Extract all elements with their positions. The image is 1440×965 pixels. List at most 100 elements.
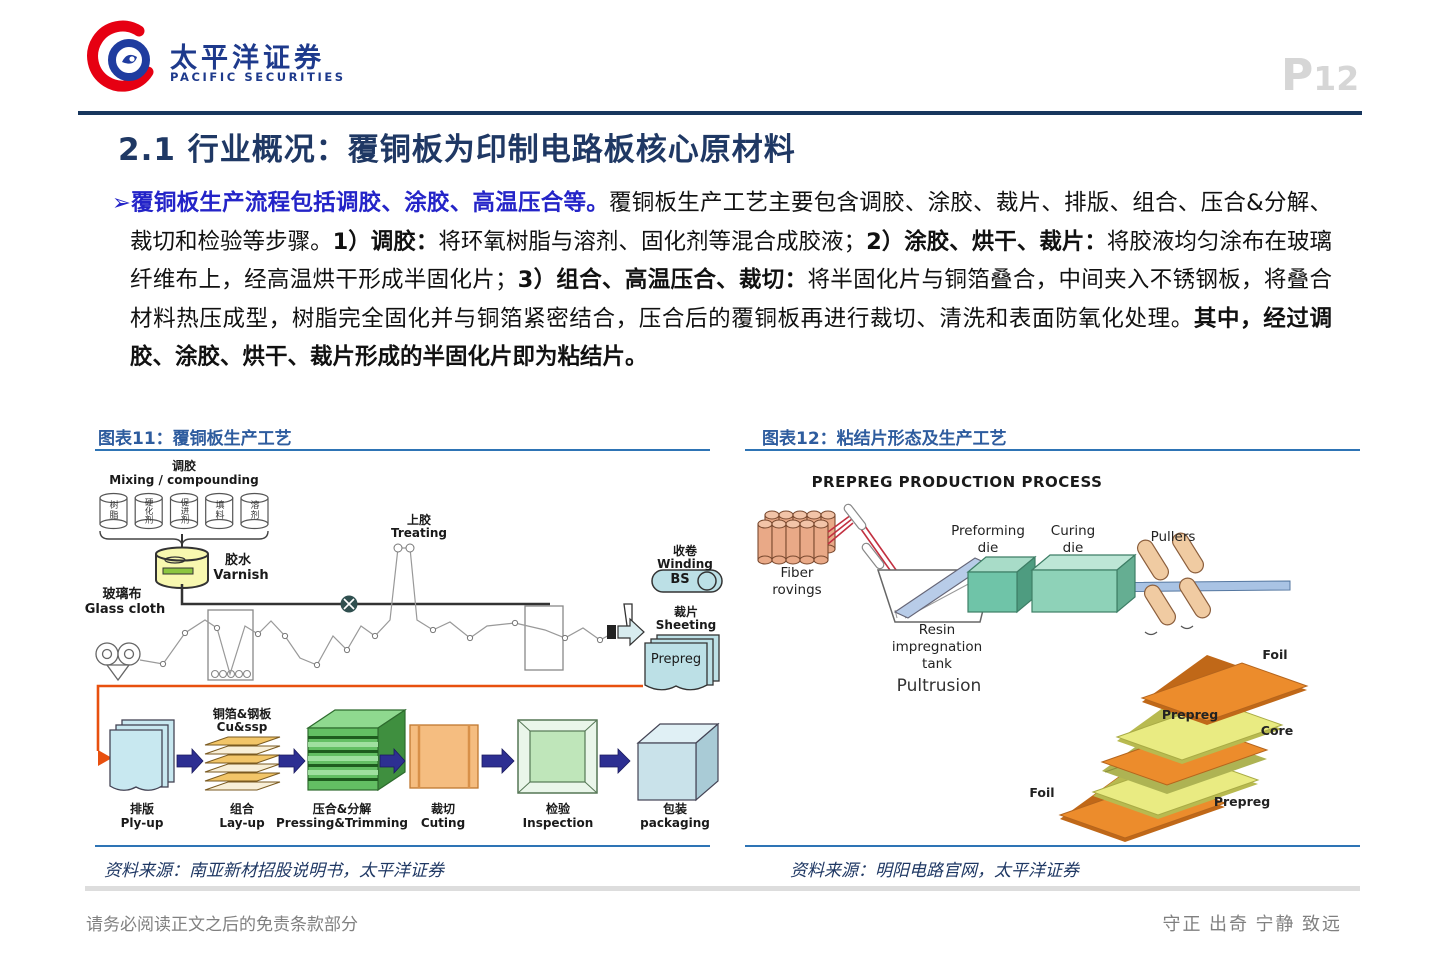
logo-swirl-dot [129, 56, 135, 62]
paragraph-segment: 2）涂胶、烘干、裁片： [866, 228, 1107, 255]
foil-top-label: Foil [1262, 647, 1288, 662]
pipe-valve [340, 595, 358, 613]
preforming-label-2: die [977, 540, 999, 556]
ccl-process-drawing [95, 492, 723, 802]
page-number-prefix: P [1281, 50, 1314, 101]
laminate-stack [1058, 655, 1309, 842]
curing-label-1: Curing [1050, 523, 1096, 539]
glass-cloth-label-en: Glass cloth [84, 602, 166, 617]
logo-red-swirl [87, 20, 154, 92]
winding-label-en: Winding [657, 557, 713, 571]
curing-label-2: die [1062, 540, 1084, 556]
cylinder-label-hardener: 硬化剂 [143, 498, 153, 524]
treating-label-cn: 上胶 [406, 513, 432, 527]
winding-label-cn: 收卷 [672, 544, 698, 558]
core-label: Core [1260, 723, 1294, 738]
packaging-cube [636, 722, 720, 802]
pullers-label: Pullers [1150, 529, 1196, 545]
paragraph-segment: 覆铜板生产工艺主要包含调胶、涂胶、裁片、排版、组合、压合&分解、裁切和检验等步骤… [130, 190, 1332, 255]
sheeting-label-cn: 裁片 [673, 605, 699, 619]
step-inspection-en: Inspection [522, 816, 594, 830]
resin-tank [876, 557, 994, 623]
footer-divider [85, 886, 1360, 891]
resin-label-3: tank [922, 656, 952, 672]
step-cutting-en: Cuting [420, 816, 466, 830]
inspection-frame [517, 719, 598, 794]
varnish-tank [155, 546, 209, 589]
glass-cloth-label-cn: 玻璃布 [102, 587, 142, 602]
prepreg-process-title: PREPREG PRODUCTION PROCESS [811, 473, 1103, 491]
glass-cloth-unwinder [95, 642, 141, 682]
pressing-stack [306, 708, 407, 792]
prepreg-stack [644, 634, 720, 691]
arrow-base [607, 625, 616, 639]
sheeting-label-en: Sheeting [655, 618, 717, 632]
cylinder-label-accelerator: 促进剂 [179, 498, 189, 524]
figure12-source: 资料来源：明阳电路官网，太平洋证券 [790, 861, 1079, 880]
cu-ssp-label-cn: 铜箔&钢板 [212, 707, 272, 721]
fiber-label-1: Fiber [780, 565, 814, 581]
raw-material-cylinders [99, 492, 269, 530]
lay-up-layers [204, 736, 281, 791]
guide-bar-low [861, 542, 885, 570]
paragraph-segment: ➢ [112, 190, 131, 216]
step-cutting-cn: 裁切 [430, 802, 456, 816]
step-plyup-en: Ply-up [120, 816, 164, 830]
footer-disclaimer: 请务必阅读正文之后的免责条款部分 [86, 915, 358, 934]
winding-roll [651, 569, 723, 593]
foil-bottom-label: Foil [1029, 785, 1055, 800]
varnish-label-en: Varnish [213, 568, 269, 583]
pacific-securities-logo-icon [87, 20, 154, 92]
cylinder-label-solvent: 溶剂 [248, 500, 259, 520]
winding-roll-label: BS [670, 572, 690, 587]
figure11-source: 资料来源：南亚新材招股说明书，太平洋证券 [104, 861, 444, 880]
treating-label-en: Treating [390, 526, 448, 540]
figure12-source-rule [745, 845, 1360, 847]
highlight-arrowhead [98, 750, 112, 766]
figure11-caption-rule [95, 449, 710, 451]
oven-rollers [210, 669, 252, 679]
figure12-caption: 图表12：粘结片形态及生产工艺 [762, 429, 1007, 449]
step-plyup-cn: 排版 [129, 802, 155, 816]
preforming-label-1: Preforming [951, 523, 1025, 539]
figure12-caption-rule [745, 449, 1360, 451]
brace [99, 530, 269, 546]
paragraph-segment: 1）调胶： [332, 228, 439, 255]
step-pressing-cn: 压合&分解 [312, 802, 372, 816]
header-divider [78, 111, 1362, 115]
prepreg-top-label: Prepreg [1161, 707, 1219, 722]
step-packaging-cn: 包装 [662, 802, 688, 816]
varnish-label-cn: 胶水 [224, 553, 252, 568]
stirrer-paddle [162, 567, 194, 575]
cu-ssp-label-en: Cu&ssp [216, 720, 268, 734]
pullers-rollers [1136, 532, 1212, 636]
foil-top-sheet [1140, 655, 1309, 725]
cylinder-label-filler: 填料 [213, 500, 224, 520]
preforming-die [966, 555, 1037, 614]
prepreg-process-drawing [757, 503, 1309, 842]
body-paragraph: ➢覆铜板生产流程包括调胶、涂胶、高温压合等。覆铜板生产工艺主要包含调胶、涂胶、裁… [112, 184, 1332, 377]
flow-arrows [176, 747, 631, 775]
web-path [139, 547, 616, 677]
figure11-diagram: 调胶 Mixing / compounding 树脂 硬化剂 促进剂 填料 溶剂… [85, 458, 740, 845]
mixing-label-en: Mixing / compounding [109, 473, 259, 487]
resin-label-1: Resin [918, 622, 956, 638]
ply-up-stack [109, 719, 175, 791]
curing-die [1030, 553, 1137, 614]
prepreg-stack-label: Prepreg [650, 652, 702, 667]
guide-bar-top [843, 503, 867, 531]
pultrusion-label: Pultrusion [896, 676, 982, 696]
step-layup-en: Lay-up [219, 816, 265, 830]
figure11-caption: 图表11：覆铜板生产工艺 [98, 429, 292, 449]
prepreg-bottom-label: Prepreg [1213, 794, 1271, 809]
coating-oven [207, 609, 254, 681]
cylinder-label-resin: 树脂 [107, 500, 118, 520]
fiber-label-2: rovings [772, 582, 822, 598]
figure11-source-rule [95, 845, 710, 847]
paragraph-segment: 将半固化片与铜箔叠合，中间夹入不锈钢板，将叠合材料热压成型，树脂完全固化并与铜箔… [130, 267, 1332, 332]
paragraph-segment: 其中，经过调胶、涂胶、烘干、裁片形成的半固化片即为粘结片。 [130, 305, 1332, 371]
footer-motto: 守正 出奇 宁静 致远 [1162, 914, 1342, 934]
cutting-panel [409, 724, 479, 789]
